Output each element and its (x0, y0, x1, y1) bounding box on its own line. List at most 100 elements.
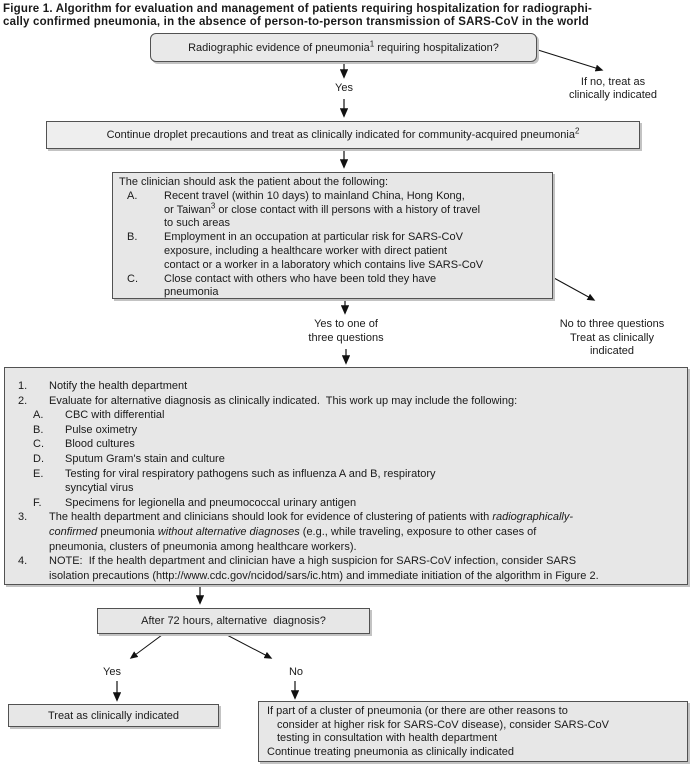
workup-sub-b-letter: B. (33, 423, 44, 436)
arrow-box1-to-if-no (537, 49, 604, 72)
node-health-department-workup: 1. Notify the health department 2. Evalu… (4, 367, 688, 585)
label-yes-bottom: Yes (103, 666, 121, 678)
workup-item-3-line2: confirmed pneumonia without alternative … (49, 525, 573, 540)
node-cluster-consider-sars-testing: If part of a cluster of pneumonia (or th… (258, 701, 688, 762)
workup-sub-f-text: Specimens for legionella and pneumococca… (65, 496, 357, 509)
workup-sub-e-letter: E. (33, 467, 44, 480)
workup-sub-b-text: Pulse oximetry (65, 423, 138, 436)
workup-item-3-line2-italic2: without alternative diagnoses (157, 525, 300, 538)
question-item-c-text: Close contact with others who have been … (164, 273, 436, 301)
question-item-a: A. Recent travel (within 10 days) to mai… (127, 190, 550, 231)
workup-item-2-text: Evaluate for alternative diagnosis as cl… (49, 394, 518, 407)
workup-sub-f-letter: F. (33, 496, 42, 509)
question-item-a-text: Recent travel (within 10 days) to mainla… (164, 190, 480, 231)
node-radiographic-evidence-question: Radiographic evidence of pneumonia1 requ… (150, 33, 537, 62)
label-yes-top: Yes (335, 82, 353, 94)
node-treat-as-indicated-text: Treat as clinically indicated (47, 709, 180, 722)
cluster-box-line3: testing in consultation with health depa… (277, 732, 498, 745)
label-no-branch-line1: No to three questions (559, 318, 665, 330)
node-droplet-precautions-text-main: Continue droplet precautions and treat a… (106, 129, 575, 141)
clinician-questions-intro: The clinician should ask the patient abo… (119, 176, 389, 188)
question-item-a-line2-post: or close contact with ill persons with a… (215, 203, 481, 216)
workup-sub-d: D. Sputum Gram's stain and culture (33, 452, 681, 467)
workup-item-4-line1: NOTE: If the health department and clini… (49, 555, 577, 568)
label-no-branch-line3: indicated (589, 345, 635, 357)
figure-title-line1: Figure 1. Algorithm for evaluation and m… (3, 3, 593, 15)
workup-sub-f: F. Specimens for legionella and pneumoco… (33, 496, 681, 511)
workup-item-1-num: 1. (18, 380, 28, 392)
node-treat-as-indicated: Treat as clinically indicated (8, 704, 219, 727)
question-item-a-line1: Recent travel (within 10 days) to mainla… (164, 189, 465, 202)
arrow-box5-to-no2 (226, 634, 273, 659)
cluster-box-line2: consider at higher risk for SARS-CoV dis… (277, 718, 609, 731)
workup-sub-c: C. Blood cultures (33, 437, 681, 452)
question-item-c: C. Close contact with others who have be… (127, 273, 550, 301)
question-item-a-line2-pre: or Taiwan (164, 203, 211, 216)
question-item-c-line2: pneumonia (164, 286, 219, 299)
question-item-a-line3: to such areas (164, 217, 231, 230)
question-item-b-line2: exposure, including a healthcare worker … (164, 244, 448, 257)
node-radiographic-evidence-text-post: requiring hospitalization? (374, 41, 499, 54)
label-no-bottom: No (288, 666, 304, 678)
workup-item-2-num: 2. (18, 394, 28, 407)
workup-item-3-line1-pre: The health department and clinicians sho… (49, 511, 493, 524)
workup-sub-d-text: Sputum Gram's stain and culture (65, 452, 225, 465)
question-item-a-line2: or Taiwan3 or close contact with ill per… (164, 200, 481, 218)
workup-sub-e-text: Testing for viral respiratory pathogens … (65, 467, 436, 496)
question-item-c-line1: Close contact with others who have been … (164, 272, 437, 285)
node-droplet-precautions: Continue droplet precautions and treat a… (46, 121, 640, 149)
figure-title-line2: cally confirmed pneumonia, in the absenc… (3, 16, 589, 28)
workup-item-3-line2-italic1: confirmed (49, 525, 98, 538)
node-radiographic-evidence-text-pre: Radiographic evidence of pneumonia (188, 41, 370, 54)
workup-item-3-num: 3. (18, 511, 28, 524)
question-item-c-letter: C. (127, 272, 138, 285)
workup-item-3-line3: pneumonia, clusters of pneumonia among h… (49, 540, 357, 553)
arrow-box3-to-no-branch (553, 277, 596, 301)
workup-sub-e: E. Testing for viral respiratory pathoge… (33, 467, 681, 496)
footnote-ref-1: 1 (369, 38, 375, 48)
workup-item-2: 2. Evaluate for alternative diagnosis as… (18, 394, 681, 409)
workup-sub-b: B. Pulse oximetry (33, 423, 681, 438)
footnote-ref-3: 3 (210, 200, 216, 210)
workup-sub-c-letter: C. (33, 438, 44, 451)
question-item-b: B. Employment in an occupation at partic… (127, 231, 550, 272)
workup-sub-d-letter: D. (33, 452, 44, 465)
workup-item-3-text: The health department and clinicians sho… (49, 510, 573, 554)
workup-sub-a-text: CBC with differential (65, 409, 165, 422)
node-droplet-precautions-text: Continue droplet precautions and treat a… (106, 126, 580, 141)
workup-item-4: 4. NOTE: If the health department and cl… (18, 554, 681, 583)
workup-sub-a: A. CBC with differential (33, 408, 681, 423)
label-yes-branch-line1: Yes to one of (314, 318, 378, 330)
workup-item-3-line1-italic: radiographically- (492, 511, 574, 524)
question-item-b-line3: contact or a worker in a laboratory whic… (164, 258, 484, 271)
label-no-branch-line2: Treat as clinically (570, 331, 654, 344)
footnote-ref-2: 2 (574, 126, 580, 136)
question-item-b-line1: Employment in an occupation at particula… (164, 231, 463, 244)
workup-item-4-text: NOTE: If the health department and clini… (49, 554, 599, 583)
label-yes-branch-line2: three questions (308, 331, 384, 344)
workup-sub-e-line2: syncytial virus (65, 482, 134, 495)
question-item-b-letter: B. (127, 231, 138, 244)
label-if-no-treat: If no, treat as clinically indicated (548, 76, 678, 102)
cluster-box-line1: If part of a cluster of pneumonia (or th… (267, 705, 568, 717)
figure-title: Figure 1. Algorithm for evaluation and m… (3, 3, 691, 29)
arrow-box5-to-yes2 (129, 634, 163, 659)
workup-item-4-line2: isolation precautions (http://www.cdc.go… (49, 569, 599, 582)
workup-item-3: 3. The health department and clinicians … (18, 510, 681, 554)
label-no-to-three-questions: No to three questions Treat as clinicall… (528, 318, 692, 359)
question-item-b-text: Employment in an occupation at particula… (164, 231, 483, 272)
label-if-no-line2: clinically indicated (568, 89, 658, 101)
node-after-72-hours-question: After 72 hours, alternative diagnosis? (97, 608, 370, 634)
workup-item-4-num: 4. (18, 555, 28, 568)
workup-item-1: 1. Notify the health department (18, 379, 681, 394)
workup-item-1-text: Notify the health department (49, 380, 188, 392)
node-radiographic-evidence-text: Radiographic evidence of pneumonia1 requ… (188, 38, 499, 54)
label-if-no-line1: If no, treat as (580, 76, 646, 88)
label-yes-to-one-of-three: Yes to one of three questions (286, 318, 406, 345)
question-item-a-letter: A. (127, 189, 138, 202)
workup-sub-e-line1: Testing for viral respiratory pathogens … (65, 467, 436, 480)
workup-item-3-line2-mid: pneumonia (97, 525, 158, 538)
node-clinician-questions: The clinician should ask the patient abo… (112, 172, 553, 299)
node-after-72-hours-text: After 72 hours, alternative diagnosis? (141, 615, 326, 627)
